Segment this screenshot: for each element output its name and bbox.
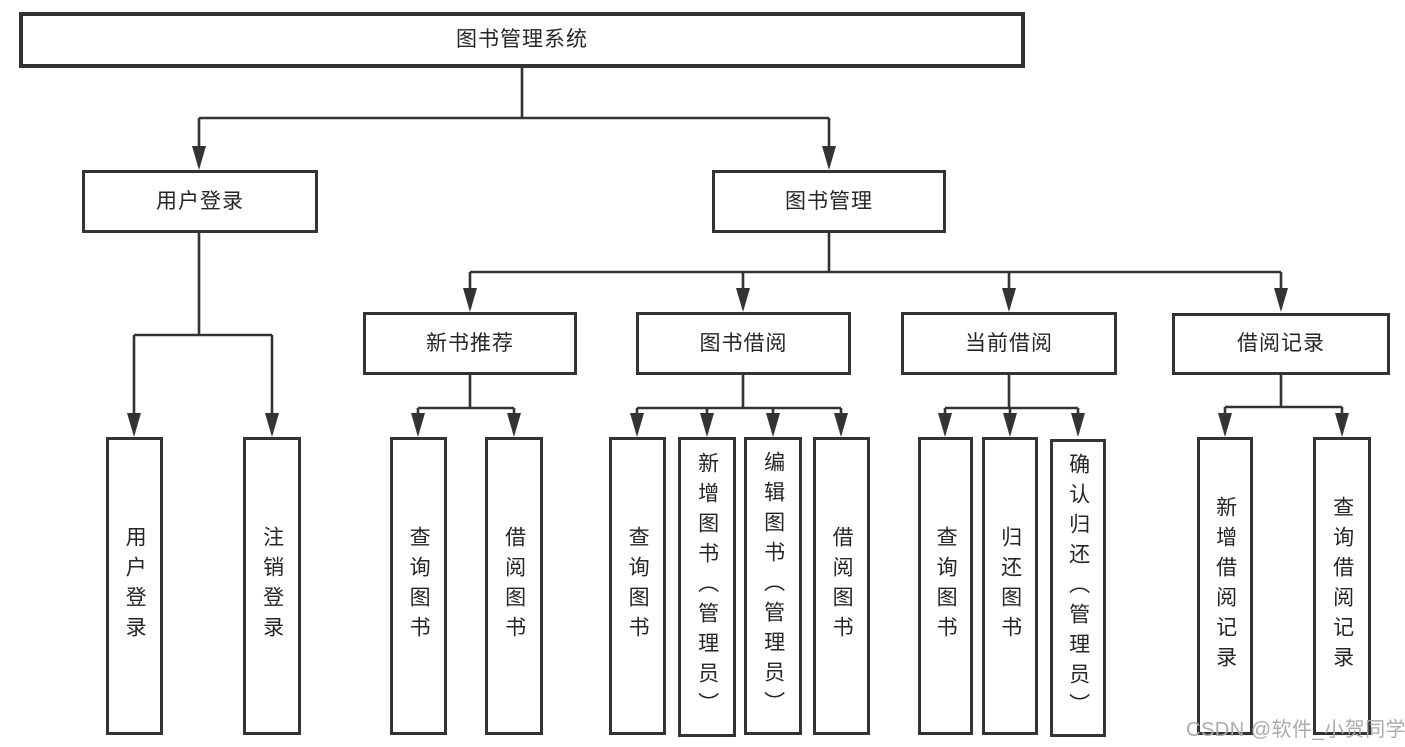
leaf-query-book-borrow: 查询图书 (609, 437, 666, 735)
leaf-confirm-return-admin: 确认归还（管理员） (1050, 439, 1106, 737)
connector-userlogin-group (132, 233, 274, 433)
node-borrowing-records: 借阅记录 (1172, 313, 1390, 375)
connector-records-group (1223, 375, 1344, 433)
node-new-book-recommendation: 新书推荐 (363, 312, 577, 375)
connector-root-to-level2 (197, 68, 831, 166)
node-book-management: 图书管理 (712, 170, 946, 233)
node-label: 借阅图书 (830, 526, 854, 646)
arrowhead (938, 413, 1085, 437)
arrowhead (1218, 413, 1349, 437)
leaf-logout: 注销登录 (243, 437, 301, 735)
node-label: 当前借阅 (965, 331, 1053, 355)
leaf-query-borrow-record: 查询借阅记录 (1313, 437, 1371, 735)
node-label: 查询借阅记录 (1330, 496, 1354, 676)
node-book-borrowing: 图书借阅 (636, 312, 851, 375)
leaf-add-borrow-record: 新增借阅记录 (1197, 437, 1253, 735)
node-label: 查询图书 (934, 526, 958, 646)
leaf-borrow-book-borrow: 借阅图书 (813, 437, 870, 735)
node-label: 用户登录 (123, 526, 147, 646)
arrowhead (192, 146, 836, 170)
leaf-user-login: 用户登录 (106, 437, 163, 735)
leaf-borrow-book-rec: 借阅图书 (485, 437, 543, 735)
connector-newbook-group (416, 375, 516, 433)
node-label: 借阅记录 (1237, 332, 1325, 356)
node-user-login: 用户登录 (82, 170, 318, 233)
node-library-management-system: 图书管理系统 (19, 12, 1025, 68)
node-label: 查询图书 (626, 526, 650, 646)
arrowhead (127, 413, 279, 437)
node-label: 新增借阅记录 (1213, 496, 1237, 676)
node-label: 新书推荐 (426, 331, 514, 355)
leaf-return-book: 归还图书 (982, 437, 1038, 735)
node-label: 编辑图书（管理员） (761, 451, 785, 721)
node-current-borrowing: 当前借阅 (901, 312, 1117, 375)
node-label: 用户登录 (156, 189, 244, 213)
arrowhead (411, 413, 521, 437)
arrowhead (630, 413, 848, 437)
connector-bookborrow-group (635, 375, 843, 433)
node-label: 图书管理 (785, 189, 873, 213)
leaf-query-book-rec: 查询图书 (390, 437, 447, 735)
arrowhead (463, 288, 1288, 312)
node-label: 新增图书（管理员） (695, 452, 719, 722)
node-label: 归还图书 (998, 526, 1022, 646)
leaf-query-book-current: 查询图书 (918, 437, 973, 735)
node-label: 确认归还（管理员） (1066, 453, 1090, 723)
node-label: 图书借阅 (699, 331, 788, 355)
node-label: 图书管理系统 (456, 28, 588, 52)
node-label: 查询图书 (407, 526, 431, 646)
connector-bookmgmt-to-level3 (468, 233, 1283, 308)
leaf-edit-book-admin: 编辑图书（管理员） (744, 437, 802, 735)
csdn-watermark: CSDN @软件_小贺同学 (1186, 719, 1405, 741)
node-label: 借阅图书 (502, 526, 526, 646)
node-label: 注销登录 (260, 526, 284, 646)
leaf-add-book-admin: 新增图书（管理员） (678, 437, 736, 737)
